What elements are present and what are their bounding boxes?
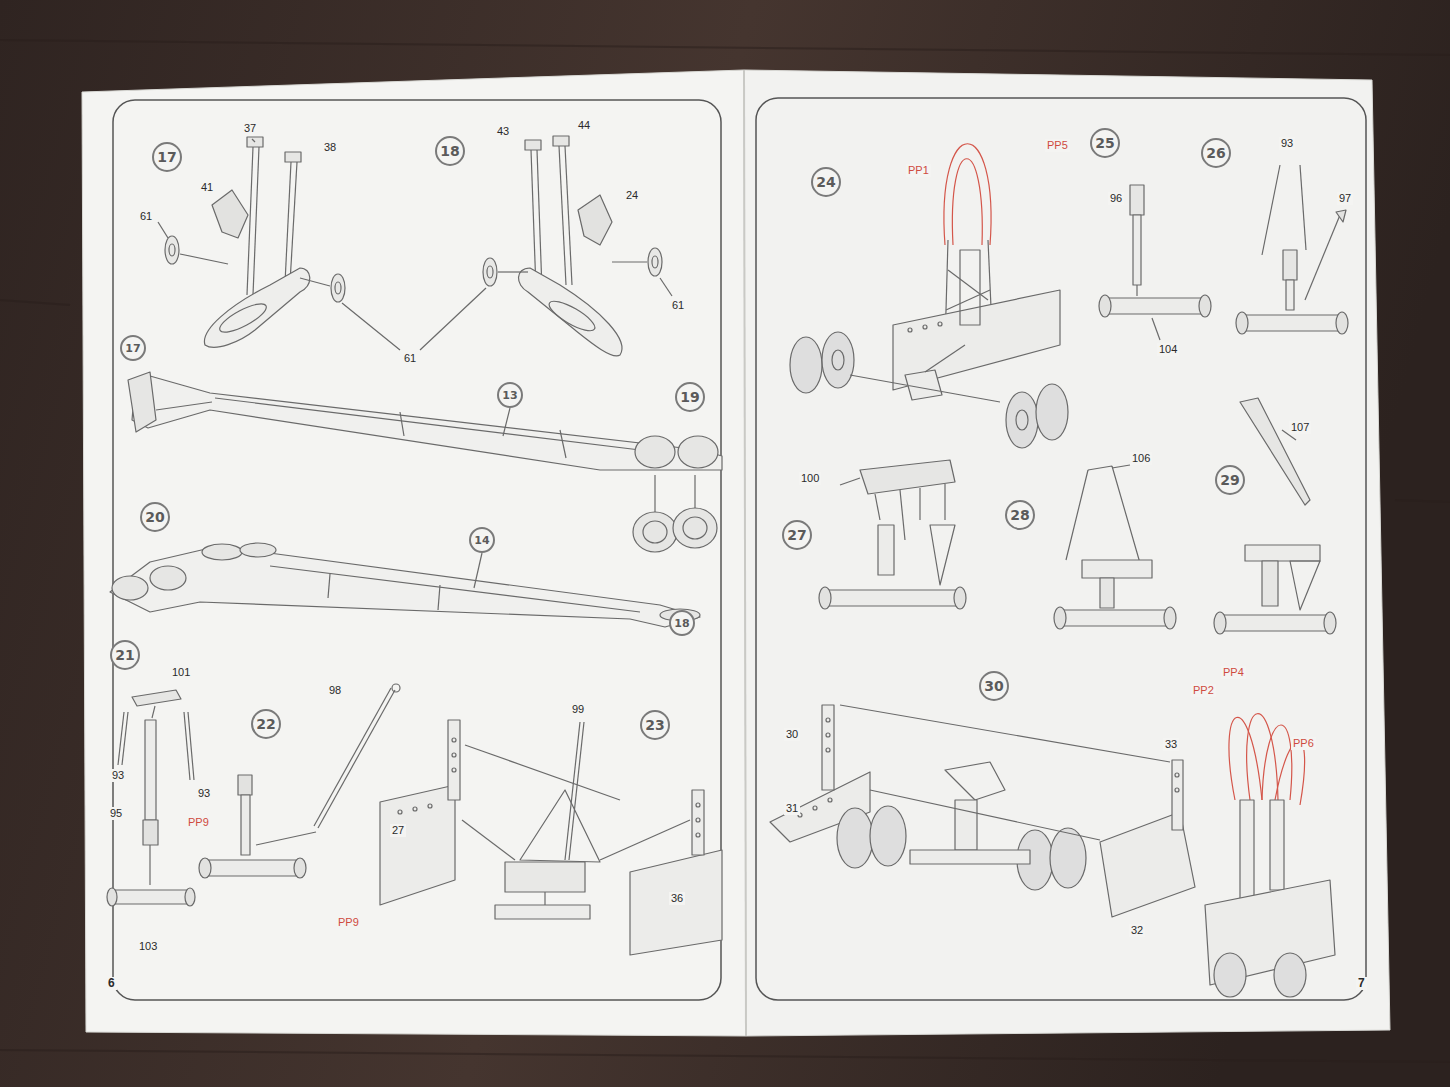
step-text: 18 [674, 618, 689, 629]
page-frame [756, 98, 1366, 1000]
step-number: 29 [1215, 465, 1245, 495]
part-number: 43 [495, 125, 511, 138]
paint-reference: PP6 [1291, 737, 1316, 750]
part-number: 44 [576, 119, 592, 132]
page-frame [113, 100, 721, 1000]
part-number: 31 [784, 802, 800, 815]
paint-reference: PP2 [1191, 684, 1216, 697]
step-text: 27 [787, 528, 806, 542]
step-text: 23 [645, 718, 664, 732]
part-number: 107 [1289, 421, 1311, 434]
part-number: 93 [1279, 137, 1295, 150]
step-number: 19 [675, 382, 705, 412]
step-text: 21 [115, 648, 134, 662]
step-text: 17 [157, 150, 176, 164]
part-callout: 14 [469, 527, 495, 553]
part-number: 61 [670, 299, 686, 312]
step-text: 17 [125, 343, 140, 354]
paint-reference: PP9 [336, 916, 361, 929]
part-number: 101 [170, 666, 192, 679]
step-number: 28 [1005, 500, 1035, 530]
step-text: 30 [984, 679, 1003, 693]
step-number: 26 [1201, 138, 1231, 168]
step-text: 22 [256, 717, 275, 731]
step-reference: 18 [669, 610, 695, 636]
part-number: 99 [570, 703, 586, 716]
part-number: 61 [138, 210, 154, 223]
step-text: 28 [1010, 508, 1029, 522]
step-number: 27 [782, 520, 812, 550]
step-text: 18 [440, 144, 459, 158]
step-number: 25 [1090, 128, 1120, 158]
left-page [82, 70, 746, 1036]
part-number: 104 [1157, 343, 1179, 356]
step-number: 24 [811, 167, 841, 197]
step-text: 25 [1095, 136, 1114, 150]
part-number: 36 [669, 892, 685, 905]
part-number: 27 [390, 824, 406, 837]
part-number: 32 [1129, 924, 1145, 937]
parts-drawing [107, 136, 1348, 997]
step-number: 20 [140, 502, 170, 532]
part-number: 38 [322, 141, 338, 154]
paint-reference: PP4 [1221, 666, 1246, 679]
part-number: 24 [624, 189, 640, 202]
step-text: 29 [1220, 473, 1239, 487]
step-number: 30 [979, 671, 1009, 701]
wood-grain [0, 40, 1450, 1062]
part-number: 100 [799, 472, 821, 485]
step-text: 14 [474, 535, 489, 546]
part-number: 93 [196, 787, 212, 800]
step-reference: 17 [120, 335, 146, 361]
step-text: 13 [502, 390, 517, 401]
step-number: 17 [152, 142, 182, 172]
step-number: 23 [640, 710, 670, 740]
part-number: 33 [1163, 738, 1179, 751]
step-number: 18 [435, 136, 465, 166]
paint-reference: PP9 [186, 816, 211, 829]
step-text: 24 [816, 175, 835, 189]
part-number: 98 [327, 684, 343, 697]
step-text: 20 [145, 510, 164, 524]
part-number: 97 [1337, 192, 1353, 205]
page-number: 7 [1356, 977, 1367, 990]
right-page [744, 70, 1390, 1036]
part-number: 96 [1108, 192, 1124, 205]
step-text: 19 [680, 390, 699, 404]
paint-reference: PP1 [906, 164, 931, 177]
part-callout: 13 [497, 382, 523, 408]
step-number: 21 [110, 640, 140, 670]
paint-reference: PP5 [1045, 139, 1070, 152]
part-number: 95 [108, 807, 124, 820]
part-number: 103 [137, 940, 159, 953]
part-number: 37 [242, 122, 258, 135]
step-text: 26 [1206, 146, 1225, 160]
part-number: 106 [1130, 452, 1152, 465]
part-number: 61 [402, 352, 418, 365]
part-number: 93 [110, 769, 126, 782]
page-number: 6 [106, 977, 117, 990]
step-number: 22 [251, 709, 281, 739]
spine [744, 70, 746, 1036]
part-number: 30 [784, 728, 800, 741]
part-number: 41 [199, 181, 215, 194]
